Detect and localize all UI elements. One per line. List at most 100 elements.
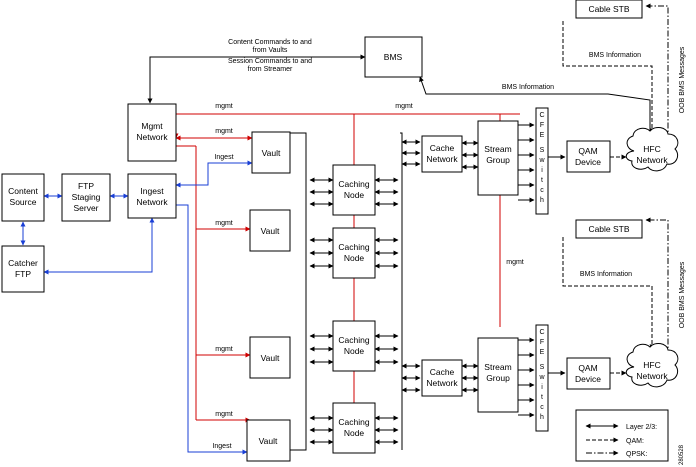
cable-stb-label: Cable STB [588, 224, 629, 234]
mgmt-label-1: mgmt [215, 103, 233, 110]
caching-node-label-1: Caching [338, 242, 369, 252]
cfe-char: i [541, 167, 543, 174]
catcher-ftp-box: Catcher FTP [1, 245, 45, 293]
session-commands-text-2: from Streamer [248, 66, 293, 73]
connection-links [20, 3, 669, 455]
mgmt-label-6: mgmt [215, 411, 233, 418]
vault-box-3: Vault [249, 336, 291, 379]
bms-box: BMS [364, 36, 423, 78]
ftp-staging-server-box: FTP Staging Server [61, 173, 111, 222]
bms-information-text-2: BMS Information [589, 52, 641, 59]
stream-group-label-1: Stream [484, 362, 511, 372]
cfe-char: E [540, 132, 545, 139]
ftp-staging-label-1: FTP [78, 181, 94, 191]
legend-qam-label: QAM: [626, 438, 644, 445]
cache-network-box-2: Cache Network [421, 359, 463, 397]
bms-label: BMS [384, 52, 403, 62]
cfe-char: F [540, 339, 544, 346]
mgmt-label-5: mgmt [215, 346, 233, 353]
cfe-char: F [540, 122, 544, 129]
vault-label: Vault [262, 148, 281, 158]
mgmt-label-4: mgmt [215, 220, 233, 227]
stream-group-label-2: Group [486, 373, 510, 383]
caching-node-label-2: Node [344, 253, 365, 263]
cache-network-label-1: Cache [430, 143, 455, 153]
caching-node-box-1: Caching Node [332, 164, 376, 216]
cfe-switch-box-2: C F E S w i t c h [535, 324, 549, 432]
mgmt-label-7: mgmt [506, 259, 524, 266]
qam-device-label-2: Device [575, 374, 601, 384]
caching-node-label-1: Caching [338, 417, 369, 427]
cfe-char: S [540, 364, 545, 371]
cache-network-label-2: Network [426, 154, 458, 164]
stream-group-label-1: Stream [484, 144, 511, 154]
qam-device-label-1: QAM [578, 363, 597, 373]
content-source-box: Content Source [1, 173, 45, 222]
oob-bms-messages-text-2: OOB BMS Messages [679, 261, 686, 328]
qam-device-box-1: QAM Device [566, 140, 611, 173]
legend-qpsk-label: QPSK: [626, 451, 647, 458]
content-commands-text-2: from Vaults [253, 47, 288, 54]
cfe-char: h [540, 197, 544, 204]
cfe-char: C [539, 329, 544, 336]
cfe-char: t [541, 177, 543, 184]
hfc-network-cloud-1: HFC Network [625, 126, 679, 172]
cfe-char: w [538, 157, 545, 164]
mgmt-network-label-1: Mgmt [141, 121, 163, 131]
catcher-ftp-label-1: Catcher [8, 258, 38, 268]
stream-group-label-2: Group [486, 155, 510, 165]
cache-network-label-1: Cache [430, 367, 455, 377]
hfc-network-label-2: Network [636, 155, 668, 165]
cfe-char: c [540, 404, 544, 411]
legend-layer23-label: Layer 2/3: [626, 424, 657, 431]
bms-information-text-3: BMS Information [580, 271, 632, 278]
cfe-char: h [540, 414, 544, 421]
mgmt-network-box: Mgmt Network [127, 103, 177, 162]
hfc-network-cloud-2: HFC Network [625, 342, 679, 388]
session-commands-text-1: Session Commands to and [228, 58, 312, 65]
vault-box-4: Vault [246, 419, 291, 462]
mgmt-label-2: mgmt [395, 103, 413, 110]
cfe-switch-box-1: C F E S w i t c h [535, 107, 549, 215]
caching-node-label-1: Caching [338, 335, 369, 345]
cfe-char: w [538, 374, 545, 381]
vault-label: Vault [261, 353, 280, 363]
cfe-char: t [541, 394, 543, 401]
ingest-label-1: Ingest [214, 154, 233, 161]
content-commands-text-1: Content Commands to and [228, 39, 312, 46]
mgmt-network-label-2: Network [136, 132, 168, 142]
hfc-network-label-1: HFC [643, 144, 660, 154]
caching-node-label-2: Node [344, 346, 365, 356]
bms-information-text-1: BMS Information [502, 84, 554, 91]
catcher-ftp-label-2: FTP [15, 269, 31, 279]
stream-group-box-2: Stream Group [477, 337, 519, 413]
vault-label: Vault [261, 226, 280, 236]
cable-stb-box-1: Cable STB [575, 0, 643, 19]
cfe-char: i [541, 384, 543, 391]
vault-box-2: Vault [249, 209, 291, 252]
hfc-network-label-1: HFC [643, 360, 660, 370]
caching-node-box-4: Caching Node [332, 402, 376, 454]
ingest-network-label-1: Ingest [140, 186, 164, 196]
cfe-char: S [540, 147, 545, 154]
cache-network-label-2: Network [426, 378, 458, 388]
caching-node-label-1: Caching [338, 179, 369, 189]
ftp-staging-label-3: Server [73, 203, 98, 213]
cache-network-box-1: Cache Network [421, 135, 463, 173]
hfc-network-label-2: Network [636, 371, 668, 381]
stream-group-box-1: Stream Group [477, 120, 519, 196]
vault-label: Vault [259, 436, 278, 446]
ftp-staging-label-2: Staging [72, 192, 101, 202]
cfe-char: c [540, 187, 544, 194]
cable-stb-box-2: Cable STB [575, 219, 643, 239]
caching-node-box-3: Caching Node [332, 320, 376, 372]
content-source-label-2: Source [10, 197, 37, 207]
caching-node-box-2: Caching Node [332, 227, 376, 279]
caching-node-label-2: Node [344, 190, 365, 200]
qam-device-label-2: Device [575, 157, 601, 167]
ingest-network-label-2: Network [136, 197, 168, 207]
caching-node-label-2: Node [344, 428, 365, 438]
ingest-label-2: Ingest [212, 443, 231, 450]
cfe-char: C [539, 112, 544, 119]
